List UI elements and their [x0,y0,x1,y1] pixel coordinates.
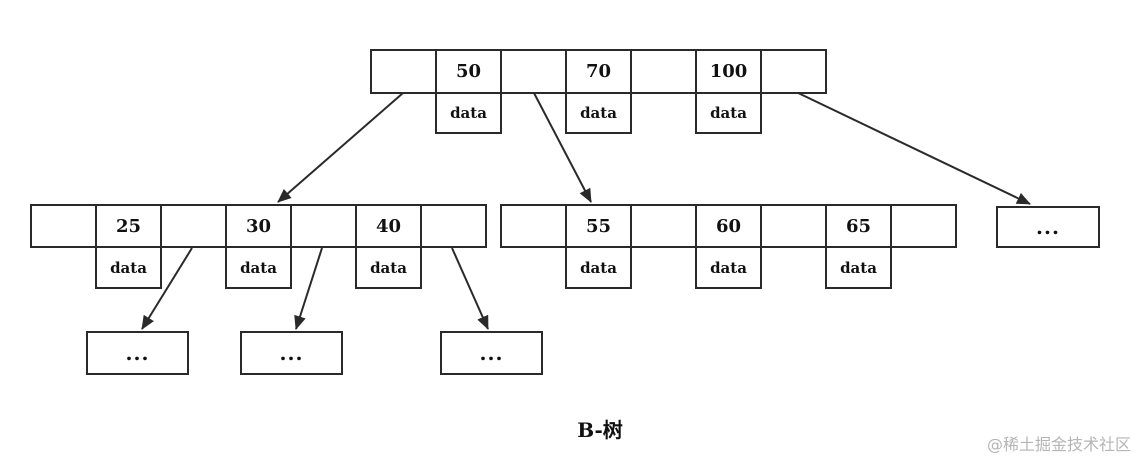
data-cell: data [225,246,292,289]
leaf-node-ellipsis: ... [440,331,543,375]
data-cell: data [825,246,892,289]
arrow-root-to-middle-node [533,92,592,203]
data-cell: data [95,246,162,289]
diagram-caption: B-树 [577,418,623,442]
data-cell: data [565,92,632,134]
data-cell: data [355,246,422,289]
arrow-left-node-to-leaf-1 [141,247,193,330]
leaf-node-ellipsis: ... [86,331,189,375]
pointer-cell [370,49,437,94]
watermark: @稀土掘金技术社区 [986,435,1131,454]
arrow-left-node-to-leaf-2 [294,247,323,330]
arrow-left-node-to-leaf-3 [451,247,489,330]
arrow-root-to-left-node [277,92,404,203]
pointer-cell [760,49,827,94]
pointer-cell [630,49,697,94]
key-cell: 60 [695,204,762,248]
key-cell: 70 [565,49,632,94]
pointer-cell [500,49,567,94]
key-cell: 100 [695,49,762,94]
pointer-cell [760,204,827,248]
arrow-root-to-right-node [793,90,1031,205]
key-cell: 65 [825,204,892,248]
level1-node-right-ellipsis: ... [996,206,1100,248]
data-cell: data [695,92,762,134]
pointer-cell [160,204,227,248]
pointer-cell [500,204,567,248]
key-cell: 50 [435,49,502,94]
key-cell: 55 [565,204,632,248]
data-cell: data [565,246,632,289]
pointer-cell [420,204,487,248]
data-cell: data [435,92,502,134]
data-cell: data [695,246,762,289]
pointer-cell [630,204,697,248]
key-cell: 40 [355,204,422,248]
pointer-cell [30,204,97,248]
key-cell: 25 [95,204,162,248]
pointer-cell [890,204,957,248]
key-cell: 30 [225,204,292,248]
pointer-cell [290,204,357,248]
leaf-node-ellipsis: ... [240,331,343,375]
